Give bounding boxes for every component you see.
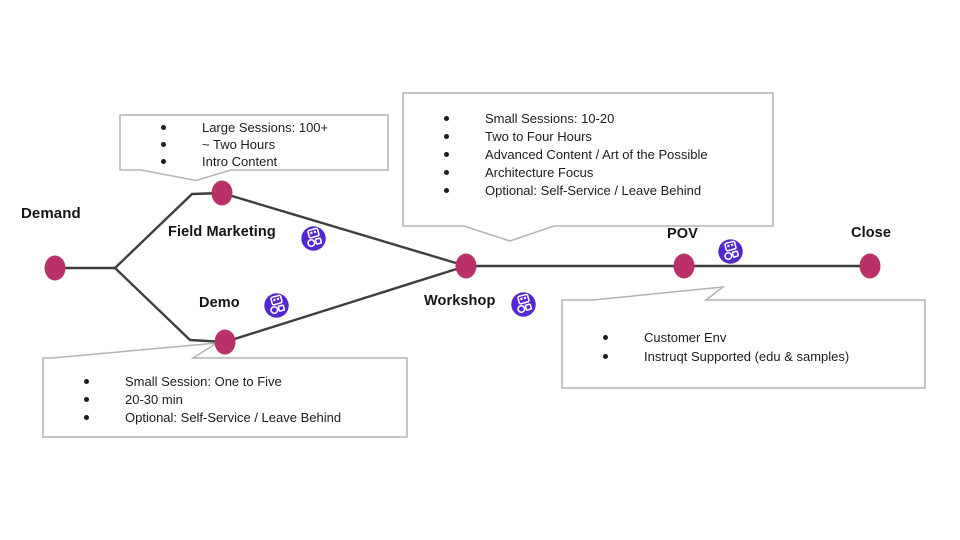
callout-shape-pov [561,285,926,389]
instruqt-robot-icon [263,292,290,319]
bullet-item: Advanced Content / Art of the Possible [403,145,773,163]
callout-shapes [42,92,926,438]
bullet-text: Architecture Focus [485,164,594,180]
callout-shape-field-marketing [119,114,389,182]
callout-workshop: Small Sessions: 10-20 Two to Four Hours … [403,93,773,199]
instruqt-robot-icon [717,238,744,265]
bullet-text: Customer Env [644,330,727,345]
line-branch-demo [114,267,226,344]
bullet-item: 20-30 min [43,390,407,408]
bullet-item: Two to Four Hours [403,127,773,145]
node-label-demo: Demo [199,295,240,311]
bullet-text: ~ Two Hours [202,137,276,152]
bullet-text: Two to Four Hours [485,128,592,144]
bullet-text: Instruqt Supported (edu & samples) [644,349,850,364]
bullet-item: Intro Content [120,153,388,170]
bullet-dot [444,187,449,193]
node-label-workshop: Workshop [424,293,496,309]
callout-shape-demo [42,342,408,438]
bullet-text: 20-30 min [125,391,183,407]
bullet-dot [444,169,449,175]
bullet-item: Small Sessions: 10-20 [403,109,773,127]
instruqt-robot-icon [510,291,537,318]
milestone-dot-field-marketing [211,180,233,206]
node-label-demand: Demand [21,205,81,222]
bullet-dot [84,396,89,402]
bullet-text: Small Sessions: 10-20 [485,110,615,126]
line-demo-workshop [224,264,467,344]
instruqt-robot-icon [300,225,327,252]
bullet-dot [603,354,608,359]
milestone-dot-workshop [455,253,477,279]
bullet-item: Optional: Self-Service / Leave Behind [403,181,773,199]
bullet-item: ~ Two Hours [120,136,388,153]
milestone-dot-demand [44,255,66,281]
bullet-dot [84,378,89,384]
milestone-dot-demo [214,329,236,355]
callout-pov: Customer Env Instruqt Supported (edu & s… [562,300,925,366]
bullet-item: Instruqt Supported (edu & samples) [562,347,925,366]
bullet-item: Architecture Focus [403,163,773,181]
node-label-close: Close [851,225,891,241]
bullet-item: Optional: Self-Service / Leave Behind [43,408,407,426]
bullet-dot [161,142,166,147]
callout-demo: Small Session: One to Five 20-30 min Opt… [43,358,407,426]
callout-shape-workshop [402,92,774,242]
bullet-dot [84,414,89,420]
milestone-dot-pov [673,253,695,279]
bullet-dot [444,115,449,121]
milestone-dot-close [859,253,881,279]
bullet-dot [444,133,449,139]
node-label-pov: POV [667,226,698,242]
bullet-item: Small Session: One to Five [43,372,407,390]
node-label-field-marketing: Field Marketing [168,224,276,240]
bullet-text: Large Sessions: 100+ [202,120,329,135]
bullet-text: Intro Content [202,154,278,169]
bullet-text: Advanced Content / Art of the Possible [485,146,708,162]
bullet-item: Customer Env [562,328,925,347]
connector-lines [55,191,870,344]
milestone-dots [44,180,881,355]
bullet-dot [444,151,449,157]
bullet-text: Optional: Self-Service / Leave Behind [485,182,702,198]
bullet-dot [603,335,608,340]
callout-field-marketing: Large Sessions: 100+ ~ Two Hours Intro C… [120,115,388,170]
bullet-text: Optional: Self-Service / Leave Behind [125,409,342,425]
bullet-dot [161,159,166,164]
line-field-marketing-workshop [221,191,467,268]
bullet-dot [161,125,166,130]
bullet-text: Small Session: One to Five [125,373,282,389]
bullet-item: Large Sessions: 100+ [120,119,388,136]
